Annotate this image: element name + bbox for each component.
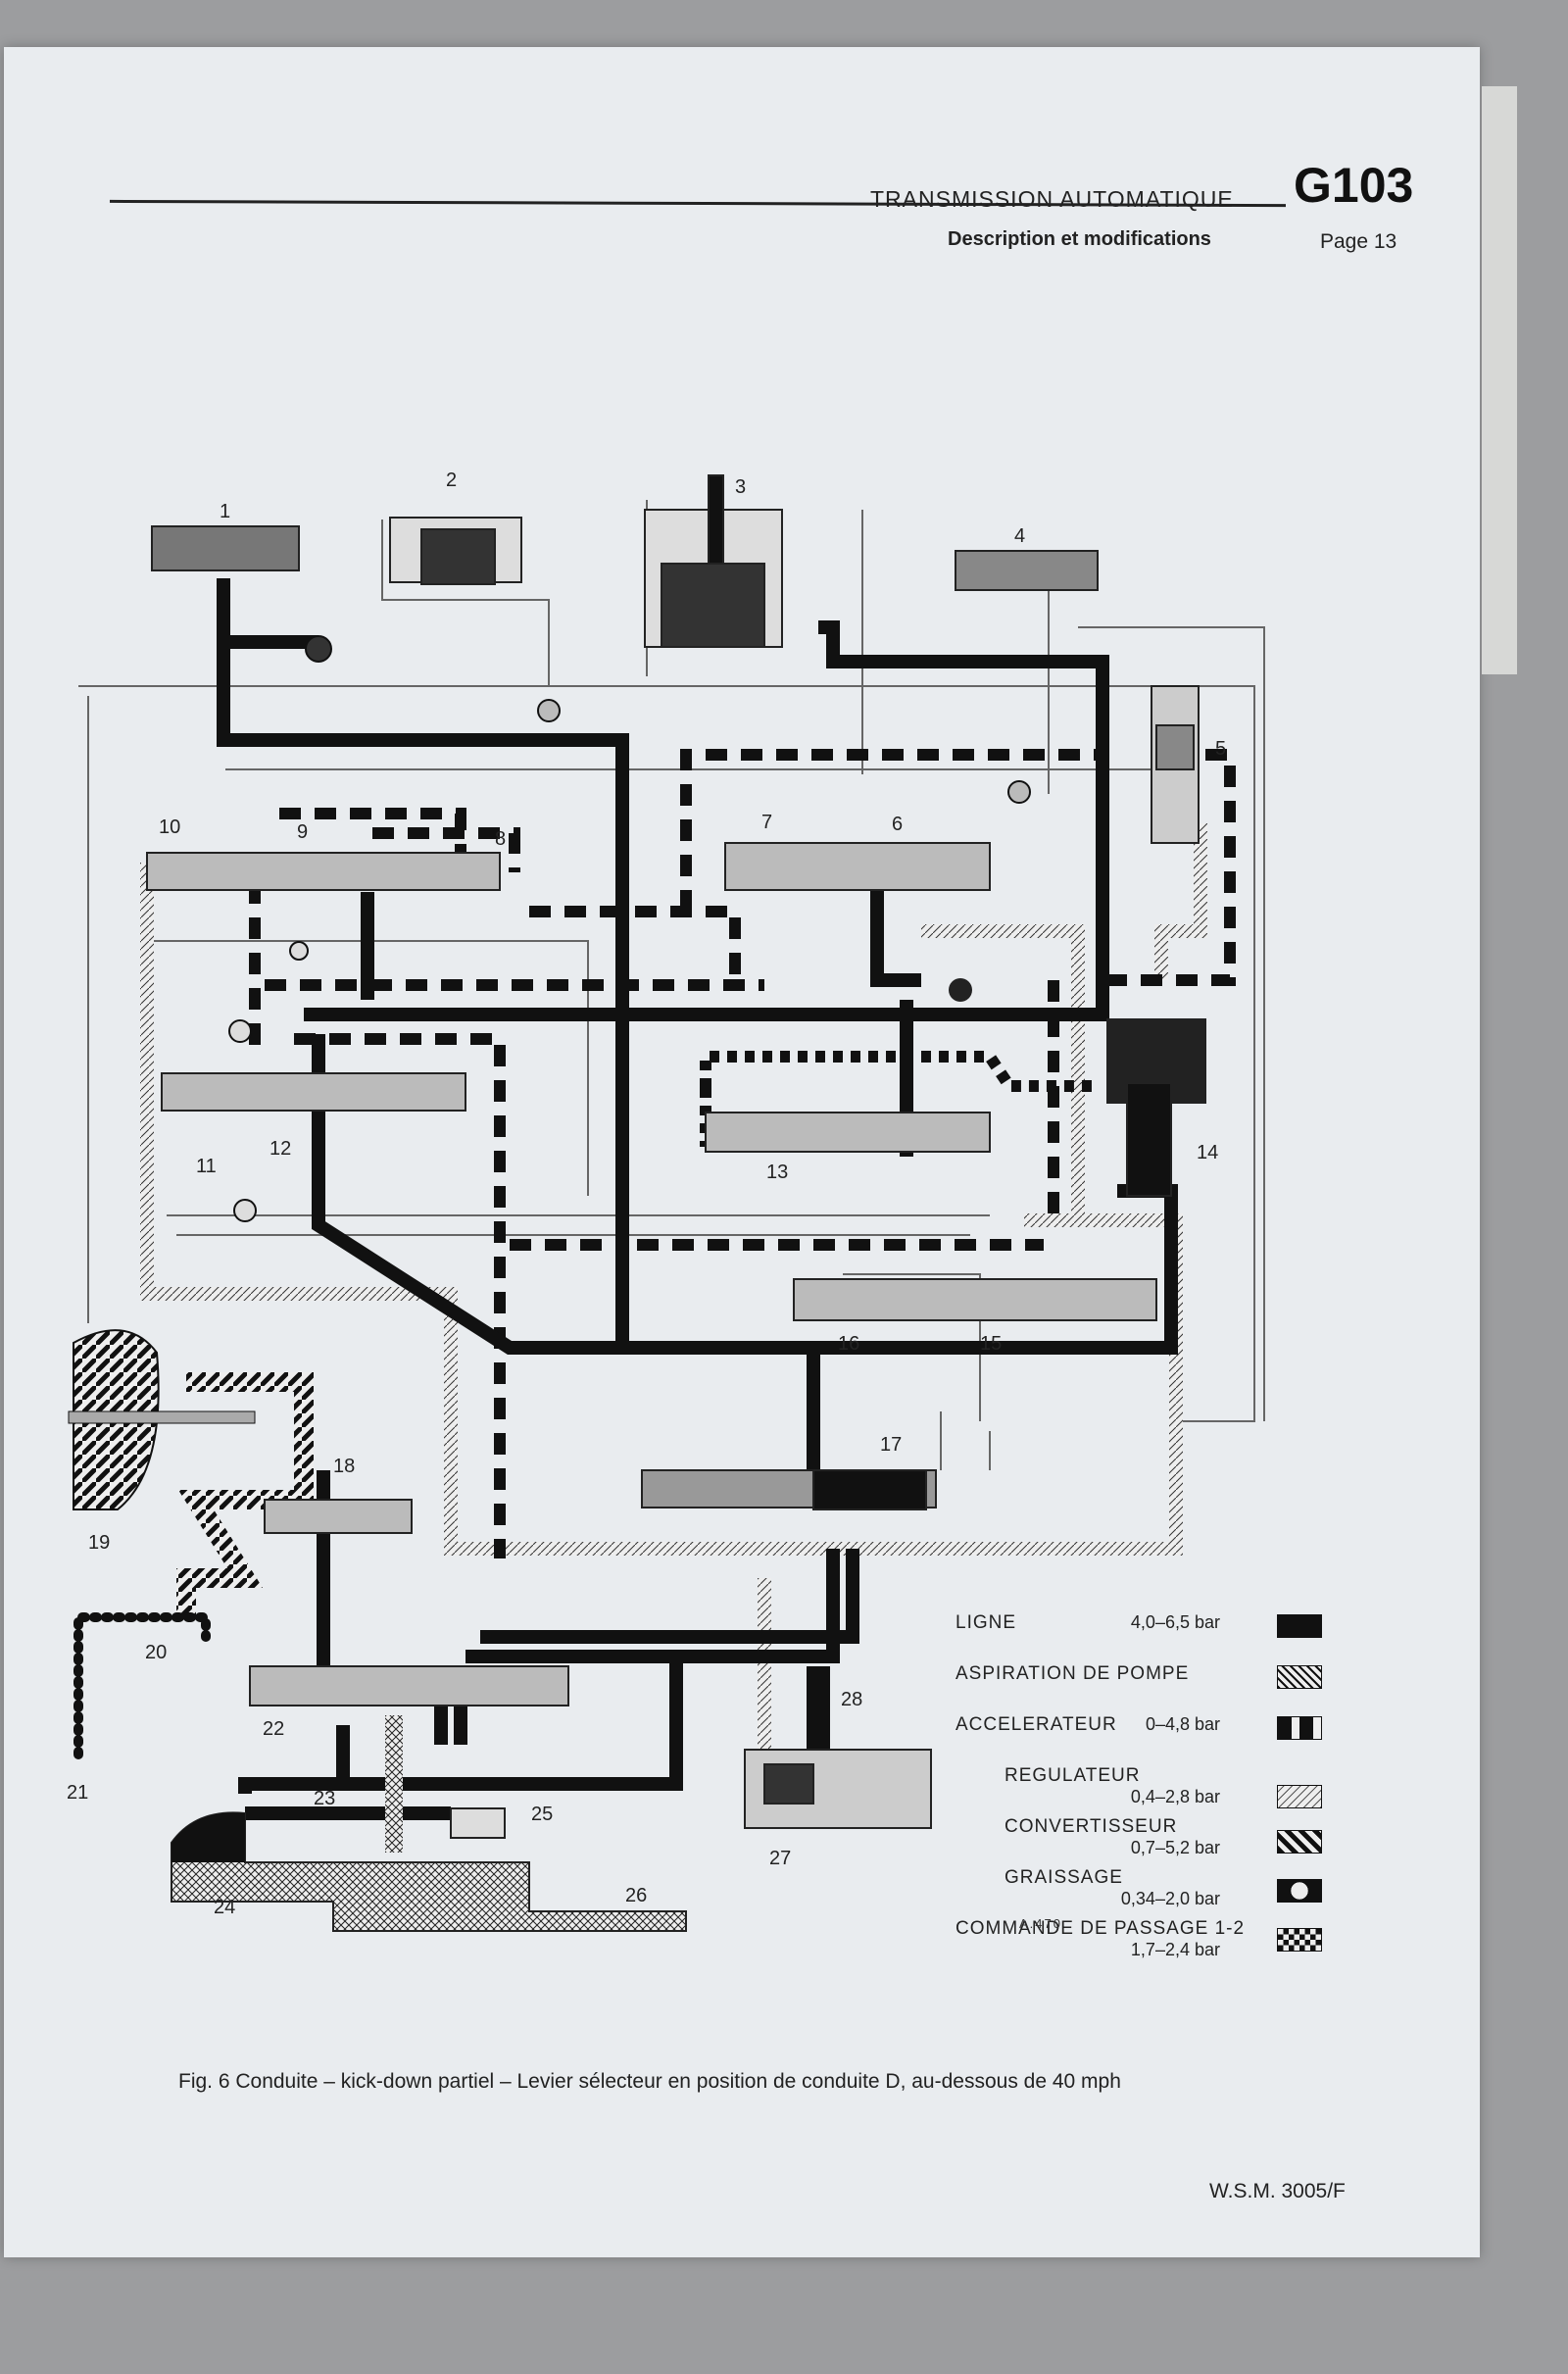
part-number-label: 5 <box>1215 738 1226 760</box>
part-number-label: 20 <box>145 1642 167 1663</box>
pressure-legend: LIGNE 4,0–6,5 bar ASPIRATION DE POMPE AC… <box>956 1612 1328 1969</box>
part-number-label: 21 <box>67 1782 88 1804</box>
part-number-label: 18 <box>333 1456 355 1477</box>
legend-label: ACCELERATEUR <box>956 1714 1117 1735</box>
legend-swatch-bowtie <box>1277 1879 1322 1903</box>
part-number-label: 13 <box>766 1162 788 1183</box>
part-number-label: 9 <box>297 821 308 843</box>
legend-swatch-solid <box>1277 1614 1322 1638</box>
figure-reference: A.470 <box>1019 1916 1062 1931</box>
part-number-label: 2 <box>446 470 457 491</box>
legend-pressure: 0–4,8 bar <box>1145 1714 1220 1734</box>
legend-swatch-diagonal-bold <box>1277 1830 1322 1854</box>
part-number-label: 17 <box>880 1434 902 1456</box>
part-number-label: 6 <box>892 814 903 835</box>
legend-swatch-crosshatch <box>1277 1665 1322 1689</box>
legend-item: GRAISSAGE 0,34–2,0 bar <box>956 1867 1328 1918</box>
part-number-label: 4 <box>1014 525 1025 547</box>
legend-label: COMMANDE DE PASSAGE 1-2 <box>956 1918 1246 1939</box>
part-number-label: 12 <box>270 1138 291 1160</box>
part-number-label: 7 <box>761 812 772 833</box>
legend-pressure: 1,7–2,4 bar <box>1130 1940 1220 1959</box>
part-number-label: 25 <box>531 1804 553 1825</box>
part-number-label: 11 <box>196 1156 217 1177</box>
legend-swatch-checker <box>1277 1928 1322 1952</box>
legend-pressure: 0,7–5,2 bar <box>1130 1838 1220 1857</box>
part-number-label: 15 <box>980 1333 1002 1355</box>
figure-caption: Fig. 6 Conduite – kick-down partiel – Le… <box>178 2070 1121 2093</box>
legend-label: CONVERTISSEUR <box>1004 1816 1178 1837</box>
legend-pressure: 4,0–6,5 bar <box>1130 1612 1220 1632</box>
part-number-label: 3 <box>735 476 746 498</box>
page-number: Page 13 <box>1320 230 1397 253</box>
legend-item: ACCELERATEUR 0–4,8 bar <box>956 1714 1328 1765</box>
document-code: W.S.M. 3005/F <box>1209 2180 1346 2202</box>
legend-label: GRAISSAGE <box>1004 1867 1123 1888</box>
part-number-label: 8 <box>495 828 506 850</box>
part-number-label: 19 <box>88 1532 110 1554</box>
legend-label: ASPIRATION DE POMPE <box>956 1663 1190 1684</box>
part-number-label: 10 <box>159 816 180 838</box>
legend-item: ASPIRATION DE POMPE <box>956 1663 1328 1714</box>
legend-item: COMMANDE DE PASSAGE 1-2 1,7–2,4 bar <box>956 1918 1328 1969</box>
part-number-label: 27 <box>769 1848 791 1869</box>
legend-label: REGULATEUR <box>1004 1765 1141 1786</box>
legend-pressure: 0,34–2,0 bar <box>1120 1889 1220 1908</box>
legend-item: REGULATEUR 0,4–2,8 bar <box>956 1765 1328 1816</box>
legend-item: CONVERTISSEUR 0,7–5,2 bar <box>956 1816 1328 1867</box>
page-edge-strip <box>1482 86 1517 674</box>
section-subtitle: Description et modifications <box>948 228 1211 250</box>
part-number-label: 23 <box>314 1788 335 1809</box>
part-number-label: 14 <box>1197 1142 1218 1163</box>
legend-swatch-dashed <box>1277 1716 1322 1740</box>
section-title: TRANSMISSION AUTOMATIQUE <box>870 186 1234 212</box>
part-number-label: 22 <box>263 1718 284 1740</box>
part-number-labels: 1 2 3 4 5 6 7 8 9 10 11 12 13 14 15 16 1… <box>67 470 1226 1918</box>
part-number-label: 1 <box>220 501 230 522</box>
legend-label: LIGNE <box>956 1612 1017 1633</box>
section-code: G103 <box>1294 158 1414 213</box>
legend-item: LIGNE 4,0–6,5 bar <box>956 1612 1328 1663</box>
part-number-label: 16 <box>838 1333 859 1355</box>
part-number-label: 28 <box>841 1689 862 1710</box>
part-number-label: 24 <box>214 1897 235 1918</box>
legend-pressure: 0,4–2,8 bar <box>1130 1787 1220 1806</box>
part-number-label: 26 <box>625 1885 647 1906</box>
legend-swatch-diagonal-light <box>1277 1785 1322 1808</box>
